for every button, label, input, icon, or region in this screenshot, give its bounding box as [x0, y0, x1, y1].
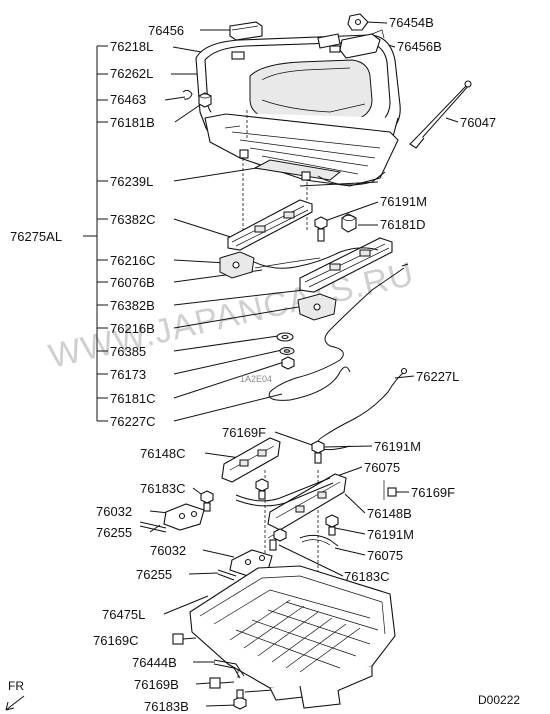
label-76181D: 76181D [380, 217, 426, 232]
label-76218L: 76218L [110, 39, 153, 54]
part-76456B [339, 29, 385, 59]
seat-rail-76382C [227, 199, 313, 251]
bolt-76191M-upper [314, 216, 328, 242]
label-76382B: 76382B [110, 298, 155, 313]
fr-label: FR [8, 679, 24, 693]
label-76169F-b: 76169F [411, 485, 455, 500]
label-76216C: 76216C [110, 253, 156, 268]
nut-76181C [281, 356, 295, 370]
label-76183B: 76183B [144, 699, 189, 714]
part-76444B [213, 659, 245, 677]
label-76169B: 76169B [134, 677, 179, 692]
base-pan-76475L [189, 565, 396, 709]
label-76169C: 76169C [93, 633, 139, 648]
fr-arrow-icon [5, 695, 25, 711]
label-76169F-a: 76169F [222, 425, 266, 440]
label-76227L: 76227L [416, 369, 459, 384]
label-76191M-a: 76191M [380, 194, 427, 209]
label-76148B: 76148B [367, 506, 412, 521]
label-76444B: 76444B [132, 655, 177, 670]
doc-code: D00222 [478, 693, 520, 707]
label-76183C-b: 76183C [344, 569, 390, 584]
washer-76173 [279, 347, 295, 355]
label-76385: 76385 [110, 344, 146, 359]
label-76183C-a: 76183C [140, 481, 186, 496]
label-76456: 76456 [148, 23, 184, 38]
spring-76255-lower [217, 569, 237, 577]
clip-76463 [182, 89, 193, 100]
label-76227C: 76227C [110, 414, 156, 429]
label-76275AL: 76275AL [10, 229, 62, 244]
label-76181B: 76181B [110, 115, 155, 130]
label-76255-b: 76255 [136, 567, 172, 582]
part-76454B [317, 13, 369, 49]
label-76239L: 76239L [110, 174, 153, 189]
cable-76227C [268, 267, 405, 401]
label-76047: 76047 [460, 115, 496, 130]
label-76255-a: 76255 [96, 525, 132, 540]
label-76463: 76463 [110, 92, 146, 107]
riser-76148C [221, 437, 281, 483]
label-76216B: 76216B [110, 321, 155, 336]
label-76454B: 76454B [389, 15, 434, 30]
bolt-76169C [172, 633, 197, 645]
seat-frame-76239L [204, 113, 399, 187]
bolt-76183C-upper [200, 490, 214, 512]
label-76181C: 76181C [110, 391, 156, 406]
group-bracket [83, 45, 108, 422]
label-76382C: 76382C [110, 212, 156, 227]
label-76076B: 76076B [110, 275, 155, 290]
label-76191M-b: 76191M [374, 439, 421, 454]
riser-76148B [267, 473, 347, 531]
label-76475L: 76475L [102, 607, 145, 622]
link-76075-lower [299, 534, 339, 547]
bolt-near-76075 [255, 478, 269, 500]
inner-mark: 1A2E04 [240, 374, 272, 384]
label-76173: 76173 [110, 367, 146, 382]
rod-76047 [409, 80, 472, 149]
label-76191M-c: 76191M [367, 527, 414, 542]
part-labels: 76456 76454B 76456B 76218L 76262L 76463 … [10, 15, 496, 714]
label-76148C: 76148C [140, 446, 186, 461]
wire-76076B [253, 247, 379, 269]
nut-76181D [341, 213, 357, 233]
lever-76216C [219, 251, 255, 279]
bolt-76169F-right [383, 480, 397, 500]
bracket-76032-upper [163, 503, 205, 531]
seat-rail-76382B [299, 237, 393, 293]
part-76456 [229, 21, 263, 41]
label-76075-b: 76075 [367, 548, 403, 563]
label-76456B: 76456B [397, 39, 442, 54]
bolt-76169B [209, 677, 235, 689]
direction-indicator: FR [5, 679, 25, 711]
washer-76385 [276, 332, 294, 342]
nut-76181B [198, 92, 212, 108]
label-76032-a: 76032 [96, 504, 132, 519]
link-76075-upper [235, 477, 331, 502]
lever-76216B [297, 293, 337, 321]
label-76032-b: 76032 [150, 543, 186, 558]
bolt-76191M-middle [311, 440, 325, 464]
bolt-76183B [233, 689, 247, 710]
spring-76255-upper [139, 521, 167, 529]
label-76262L: 76262L [110, 66, 153, 81]
bolt-76183C-lower [273, 528, 287, 542]
bolt-76191M-lower [325, 514, 339, 536]
label-76075-a: 76075 [364, 460, 400, 475]
